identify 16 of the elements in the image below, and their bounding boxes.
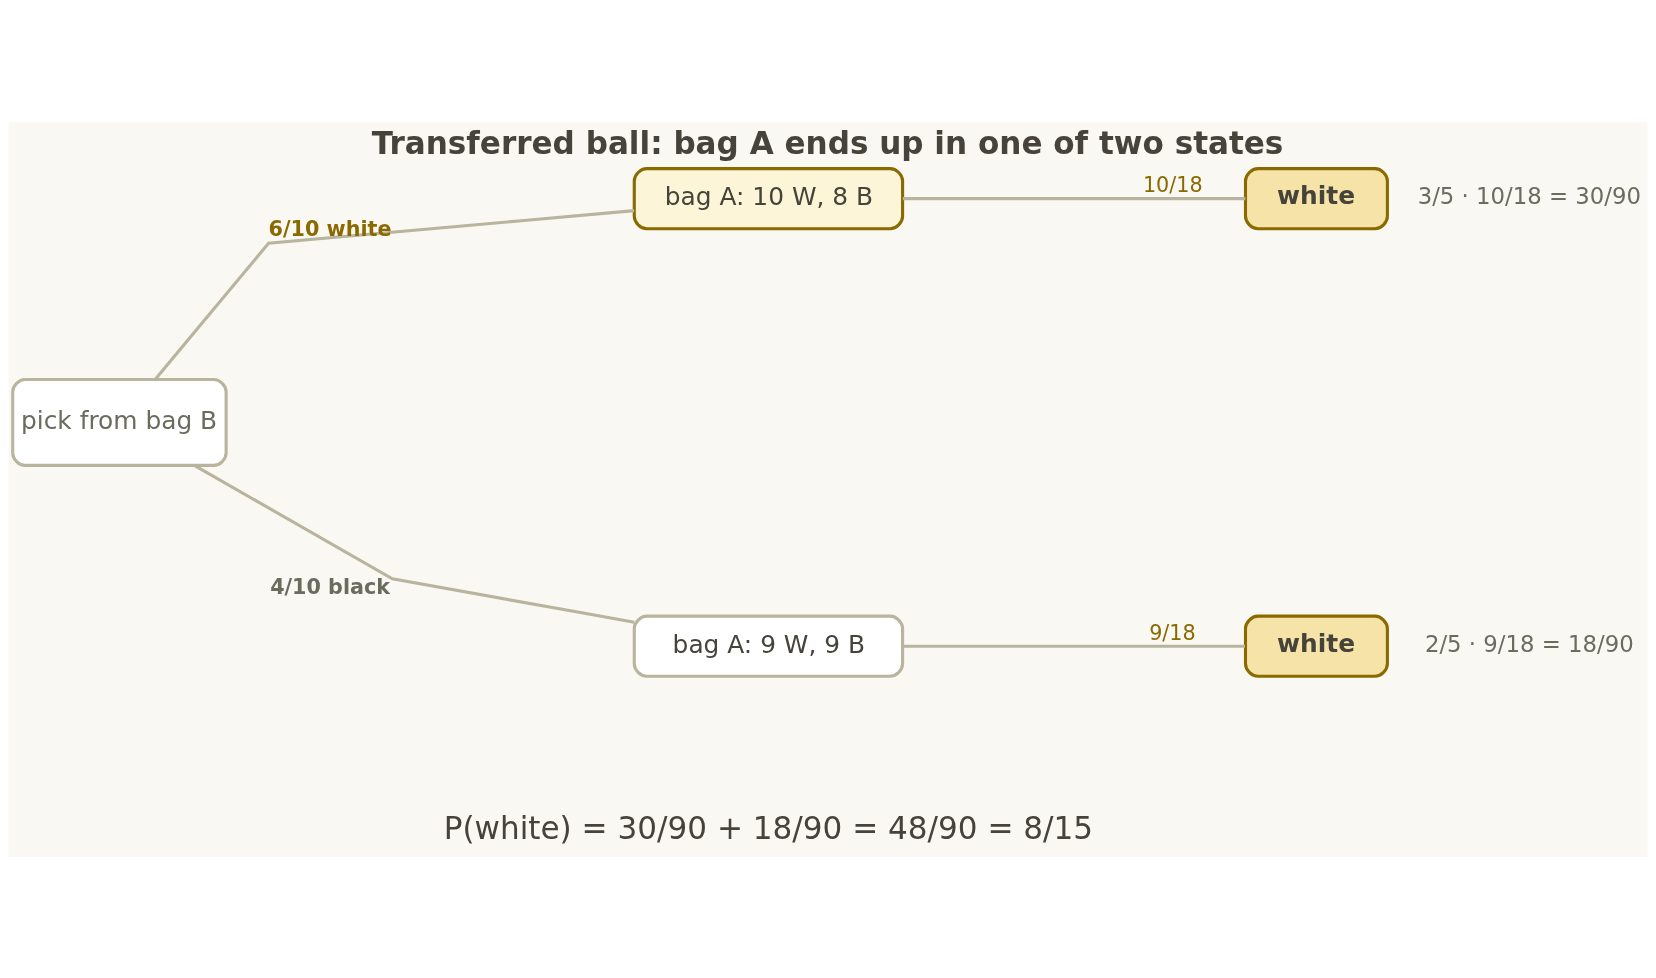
connector [902, 644, 1245, 648]
node-box: white [1243, 166, 1389, 230]
edge-label: 9/18 [1149, 620, 1196, 645]
edge-label: 4/10 black [270, 574, 391, 599]
node-box: bag A: 9 W, 9 B [632, 614, 905, 678]
connector [154, 208, 635, 380]
node-box: pick from bag B [11, 377, 228, 467]
diagram-title: Transferred ball: bag A ends up in one of two states [371, 124, 1284, 161]
node-box: white [1243, 614, 1389, 678]
edge-label: 10/18 [1142, 172, 1203, 197]
edge-label: 6/10 white [268, 216, 392, 241]
label: P(white) = 30/90 + 18/90 = 48/90 = 8/15 [443, 809, 1094, 846]
connector [902, 196, 1246, 200]
node-label: 2/5 · 9/18 = 18/90 [1424, 630, 1634, 657]
node-box: bag A: 10 W, 8 B [632, 166, 905, 230]
node-label: 3/5 · 10/18 = 30/90 [1417, 182, 1641, 209]
